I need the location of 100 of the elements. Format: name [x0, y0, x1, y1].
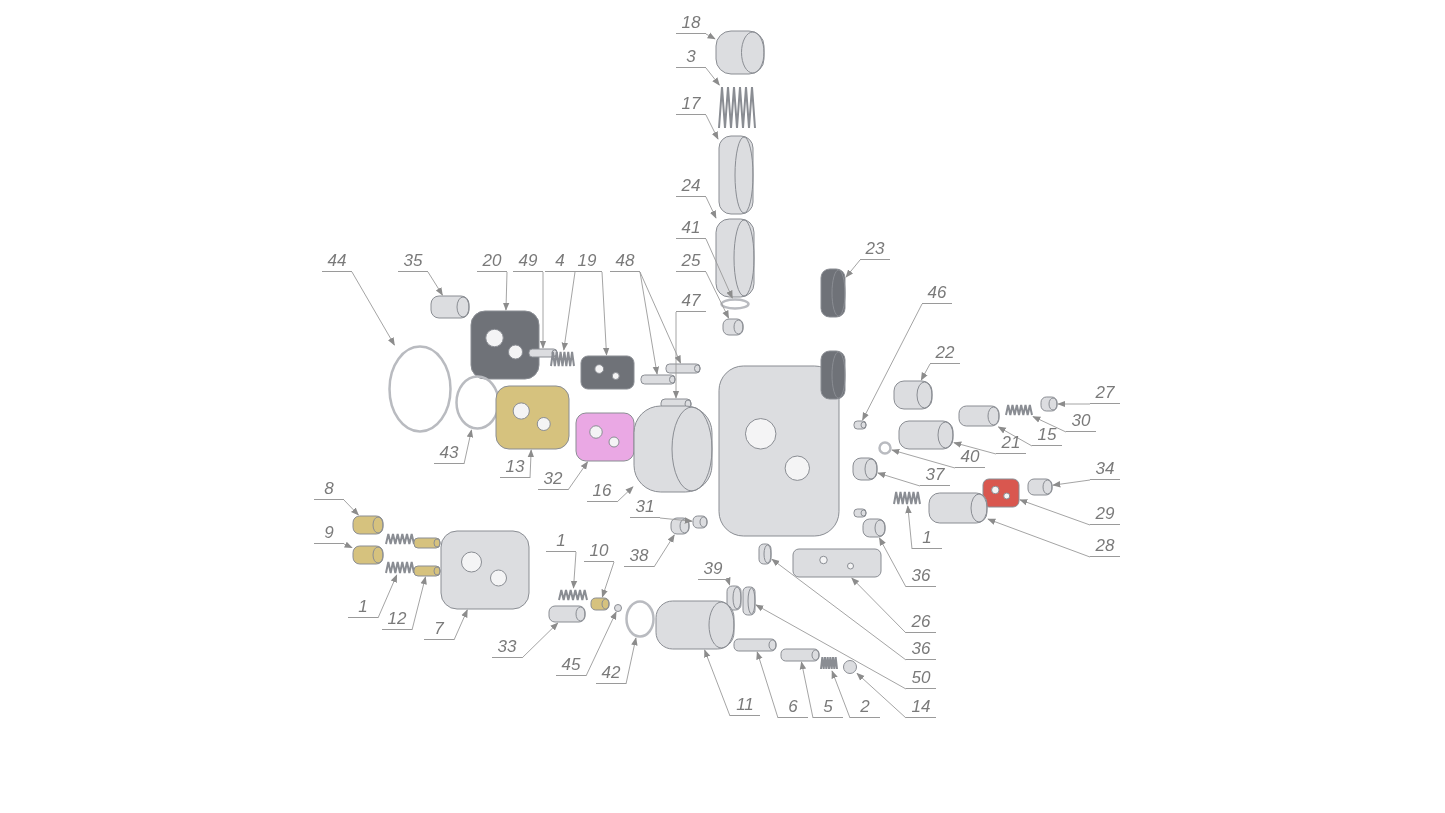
callout-number: 17 [676, 93, 706, 115]
part-drawing [852, 457, 878, 481]
part-drawing [898, 420, 954, 450]
callout-number: 27 [1090, 382, 1120, 404]
spring-drawing [820, 655, 838, 671]
part-drawing [982, 478, 1020, 508]
pin-drawing [853, 420, 867, 430]
spring-drawing [893, 490, 921, 506]
callout-number: 28 [1090, 535, 1120, 557]
callout-number: 36 [906, 638, 936, 660]
o-ring-drawing [878, 441, 892, 455]
spring-drawing [558, 588, 588, 602]
part-drawing [718, 135, 754, 215]
o-ring-drawing [625, 600, 655, 638]
callout-number: 36 [906, 565, 936, 587]
callout-number: 40 [955, 446, 985, 468]
callout-number: 49 [513, 250, 543, 272]
callout-number: 31 [630, 496, 660, 518]
ball-drawing [843, 660, 857, 674]
part-drawing [470, 310, 540, 380]
callout-number: 37 [920, 464, 950, 486]
callout-number: 39 [698, 558, 728, 580]
pin-drawing [413, 565, 441, 577]
callout-number: 18 [676, 12, 706, 34]
callout-number: 32 [538, 468, 568, 490]
part-drawing [352, 515, 384, 535]
callout-number: 47 [676, 290, 706, 312]
part-drawing [715, 218, 755, 298]
pin-drawing [733, 638, 777, 652]
callout-number: 43 [434, 442, 464, 464]
callout-number: 3 [676, 46, 706, 68]
callout-number: 25 [676, 250, 706, 272]
part-drawing [580, 355, 635, 390]
callout-number: 13 [500, 456, 530, 478]
callout-number: 41 [676, 217, 706, 239]
callout-number: 11 [730, 694, 760, 716]
callout-number: 7 [424, 618, 454, 640]
callout-number: 16 [587, 480, 617, 502]
callout-number: 24 [676, 175, 706, 197]
part-drawing [440, 530, 530, 610]
o-ring-drawing [720, 298, 750, 310]
leader-line [705, 32, 716, 40]
callout-number: 29 [1090, 503, 1120, 525]
part-drawing [352, 545, 384, 565]
ball-drawing [614, 604, 622, 612]
part-drawing [430, 295, 470, 319]
part-drawing [792, 548, 882, 578]
pin-drawing [590, 597, 610, 611]
part-drawing [958, 405, 1000, 427]
callout-number: 12 [382, 608, 412, 630]
spring-drawing [550, 350, 575, 368]
part-drawing [722, 318, 744, 336]
callout-number: 20 [477, 250, 507, 272]
callout-number: 50 [906, 667, 936, 689]
part-drawing [495, 385, 570, 450]
callout-number: 4 [545, 250, 575, 272]
o-ring-drawing [388, 345, 452, 433]
part-drawing [893, 380, 933, 410]
leader-line [343, 541, 353, 549]
part-drawing [692, 515, 708, 529]
part-drawing [655, 600, 735, 650]
pin-drawing [780, 648, 820, 662]
callout-number: 5 [813, 696, 843, 718]
callout-number: 8 [314, 478, 344, 500]
spring-drawing [1005, 403, 1033, 417]
callout-number: 2 [850, 696, 880, 718]
callout-number: 42 [596, 662, 626, 684]
part-drawing [1027, 478, 1053, 496]
part-drawing [742, 586, 756, 616]
spring-drawing [385, 560, 415, 575]
callout-number: 30 [1066, 410, 1096, 432]
callout-number: 38 [624, 545, 654, 567]
callout-number: 21 [996, 432, 1026, 454]
callout-number: 15 [1032, 424, 1062, 446]
part-drawing [633, 405, 713, 493]
callout-number: 14 [906, 696, 936, 718]
callout-number: 26 [906, 611, 936, 633]
pin-drawing [665, 363, 701, 374]
pin-drawing [640, 374, 676, 385]
callout-number: 45 [556, 654, 586, 676]
callout-number: 35 [398, 250, 428, 272]
part-drawing [758, 543, 772, 565]
part-drawing [715, 30, 765, 75]
callout-number: 34 [1090, 458, 1120, 480]
callout-number: 44 [322, 250, 352, 272]
callout-number: 33 [492, 636, 522, 658]
callout-number: 1 [912, 527, 942, 549]
part-drawing [820, 268, 846, 318]
callout-number: 1 [348, 596, 378, 618]
part-drawing [670, 517, 690, 535]
callout-number: 22 [930, 342, 960, 364]
callout-number: 19 [572, 250, 602, 272]
part-drawing [862, 518, 886, 538]
leader-line [724, 577, 731, 586]
part-drawing [575, 412, 635, 462]
pin-drawing [528, 348, 558, 358]
part-drawing [726, 585, 742, 611]
part-drawing [928, 492, 988, 524]
callout-number: 10 [584, 540, 614, 562]
callout-number: 48 [610, 250, 640, 272]
